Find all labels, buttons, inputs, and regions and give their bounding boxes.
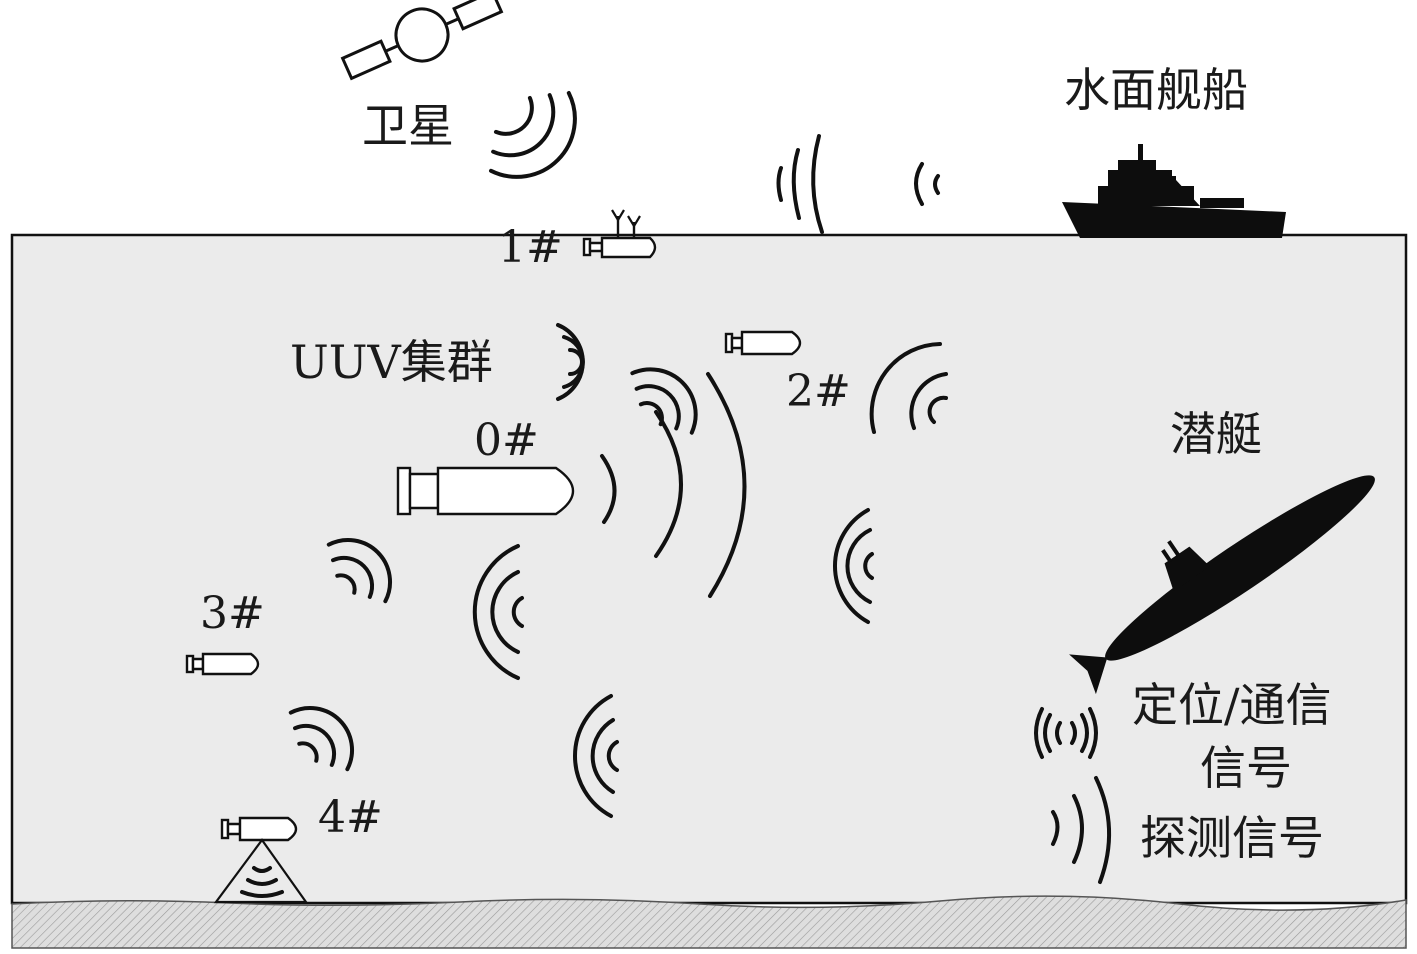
uuv-icon: [724, 330, 802, 356]
satellite-icon: [340, 0, 504, 81]
signal-wave-icon: [914, 162, 940, 206]
uuv-icon: [396, 466, 574, 516]
node-0-label: 0#: [474, 415, 539, 466]
signal-wave-icon: [472, 544, 524, 680]
signal-wave-icon: [573, 694, 619, 818]
node-1-label: 1#: [498, 222, 563, 273]
uuv-icon: [185, 652, 260, 676]
submarine-icon: [1069, 475, 1375, 695]
sonar-cone: [213, 838, 309, 904]
legend-detection-icon: [1051, 776, 1112, 884]
signal-wave-icon: [556, 323, 585, 401]
signal-wave-icon: [776, 134, 824, 234]
satellite-label: 卫星: [362, 99, 454, 153]
legend-positioning-label-line1: 定位/通信: [1132, 678, 1332, 732]
signal-wave-icon: [630, 367, 698, 435]
legend-positioning-label-line2: 信号: [1200, 741, 1292, 795]
legend-positioning-icon: [1034, 707, 1098, 759]
signal-wave-icon: [869, 342, 948, 434]
node-3-label: 3#: [200, 588, 265, 639]
legend-detection-label: 探测信号: [1140, 811, 1324, 865]
uuv-icon: [582, 209, 657, 259]
signal-wave-icon: [600, 372, 747, 598]
uuv-cluster-label: UUV集群: [290, 335, 493, 389]
seabed: [11, 895, 1407, 949]
signal-wave-icon: [489, 91, 577, 179]
signal-wave-icon: [833, 508, 874, 624]
node-4-label: 4#: [318, 792, 383, 843]
surface-ship-label: 水面舰船: [1064, 63, 1248, 117]
submarine-label: 潜艇: [1170, 407, 1262, 461]
surface-ship-icon: [1062, 144, 1286, 238]
node-2-label: 2#: [786, 366, 851, 417]
uuv-icon: [220, 816, 298, 842]
